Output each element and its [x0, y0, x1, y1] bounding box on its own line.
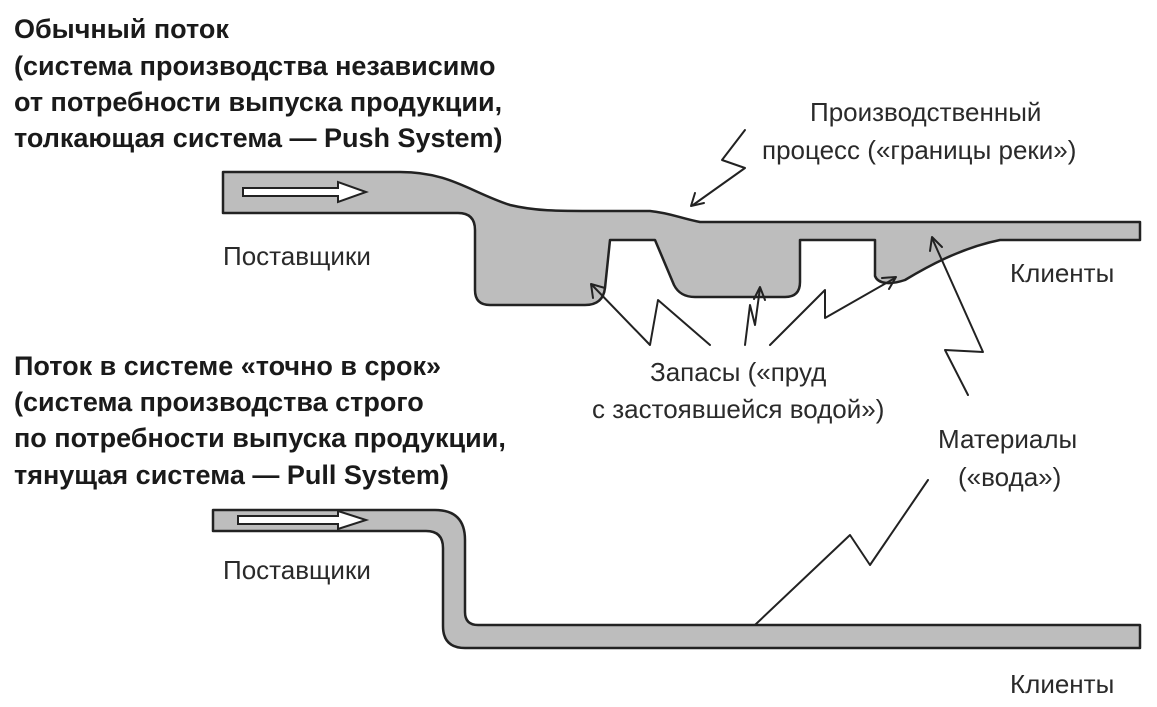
- pull-suppliers-label: Поставщики: [223, 555, 371, 585]
- pull-heading-line-3: по потребности выпуска продукции,: [14, 423, 506, 453]
- inventory-pointer-1-arrowhead: [590, 283, 606, 299]
- inventory-pointer-1: [591, 284, 711, 346]
- materials-pointer-top: [931, 237, 984, 396]
- pull-flow-channel: [211, 508, 1142, 650]
- push-heading-line-1: Обычный поток: [14, 14, 229, 44]
- pull-customers-label: Клиенты: [1010, 669, 1114, 699]
- push-system-heading: Обычный поток (система производства неза…: [14, 14, 503, 153]
- push-heading-line-4: толкающая система — Push System): [14, 123, 503, 153]
- push-suppliers-label: Поставщики: [223, 241, 371, 271]
- process-pointer-arrowhead: [690, 192, 705, 207]
- inventory-label-line-2: с застоявшейся водой»): [592, 394, 884, 424]
- inventory-pointer-2-arrowhead: [753, 286, 766, 301]
- materials-label-line-2: («вода»): [958, 462, 1061, 492]
- push-flow-channel: [221, 170, 1142, 307]
- materials-annotation: Материалы («вода»): [736, 236, 1077, 643]
- inventory-pointer-2: [744, 287, 761, 346]
- pull-heading-line-2: (система производства строго: [14, 387, 424, 417]
- push-customers-label: Клиенты: [1010, 258, 1114, 288]
- materials-label-line-1: Материалы: [938, 424, 1077, 454]
- process-label-line-1: Производственный: [810, 97, 1041, 127]
- push-flow-direction-arrow: [242, 180, 369, 204]
- pull-system-heading: Поток в системе «точно в срок» (система …: [14, 351, 506, 490]
- inventory-pointer-3-arrowhead: [881, 276, 897, 290]
- pull-heading-line-4: тянущая система — Pull System): [14, 460, 449, 490]
- materials-pointer-bottom: [737, 479, 929, 642]
- push-heading-line-2: (система производства независимо: [14, 51, 495, 81]
- process-pointer-squiggle: [692, 129, 746, 206]
- inventory-label-line-1: Запасы («пруд: [650, 357, 826, 387]
- push-heading-line-3: от потребности выпуска продукции,: [14, 87, 502, 117]
- pull-heading-line-1: Поток в системе «точно в срок»: [14, 351, 441, 381]
- materials-pointer-top-arrowhead: [929, 236, 943, 252]
- process-label-line-2: процесс («границы реки»): [762, 135, 1076, 165]
- inventory-annotation: Запасы («пруд с застоявшейся водой»): [590, 276, 897, 424]
- inventory-pointer-3: [769, 277, 896, 346]
- process-annotation: Производственный процесс («границы реки»…: [690, 97, 1076, 207]
- pull-flow-direction-arrow: [237, 509, 370, 531]
